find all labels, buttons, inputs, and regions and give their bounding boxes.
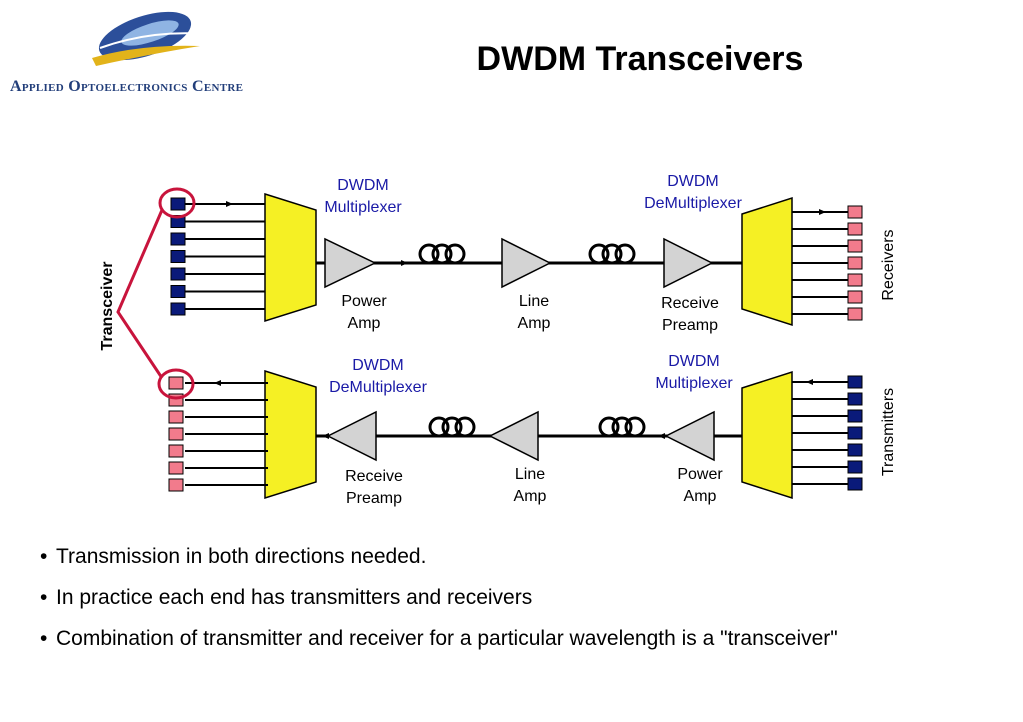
transmitter-square bbox=[170, 302, 186, 316]
fiber-coil-icon bbox=[598, 416, 620, 438]
bullet-dot: • bbox=[40, 586, 48, 609]
amplifier-label: Receive bbox=[345, 468, 403, 485]
receiver-square bbox=[168, 444, 184, 458]
amplifier-label: Power bbox=[677, 466, 723, 483]
logo-icon bbox=[92, 11, 206, 66]
transmitter-square bbox=[847, 477, 863, 491]
amplifier-icon bbox=[663, 237, 714, 289]
fiber-coil-icon bbox=[614, 243, 636, 265]
arrow-head-icon bbox=[226, 201, 233, 207]
amplifier-label: Preamp bbox=[346, 490, 402, 507]
transceiver-label: Transceiver bbox=[99, 262, 116, 351]
amplifier-icon bbox=[664, 410, 715, 462]
transmitter-square bbox=[170, 232, 186, 246]
bottom-mux-label: DWDM bbox=[668, 353, 720, 370]
bullet-item: • Combination of transmitter and receiver… bbox=[40, 625, 1010, 666]
transmitter-square bbox=[170, 285, 186, 298]
receiver-square bbox=[168, 410, 184, 424]
transmitter-square bbox=[847, 443, 863, 457]
slide-title: DWDM Transceivers bbox=[476, 40, 804, 78]
bullet-item: • Transmission in both directions needed. bbox=[40, 543, 1010, 584]
bottom-demux-label: DeMultiplexer bbox=[329, 379, 427, 396]
transmitter-square bbox=[847, 426, 863, 440]
amplifier-label: Receive bbox=[661, 295, 719, 312]
bottom-demux-label: DWDM bbox=[352, 357, 404, 374]
transmitter-square bbox=[847, 375, 863, 389]
receiver-square bbox=[847, 256, 863, 270]
amplifier-label: Preamp bbox=[662, 317, 718, 334]
arrow-head-icon bbox=[658, 433, 665, 439]
highlight-circle bbox=[157, 368, 195, 400]
amplifier-label: Line bbox=[515, 466, 545, 483]
transmitter-square bbox=[170, 250, 186, 263]
amplifier-label: Line bbox=[519, 293, 549, 310]
receiver-square bbox=[847, 239, 863, 253]
top-mux-label: DWDM bbox=[337, 177, 389, 194]
fiber-coil-icon bbox=[588, 243, 610, 265]
logo-wordmark: Applied Optoelectronics Centre bbox=[10, 78, 244, 95]
arrow-head-icon bbox=[214, 380, 221, 386]
arrow-head-icon bbox=[322, 433, 329, 439]
mux-trapezoid-icon bbox=[741, 196, 793, 327]
fiber-coil-icon bbox=[441, 416, 463, 438]
mux-trapezoid-icon bbox=[741, 370, 793, 500]
amplifier-icon bbox=[326, 410, 377, 462]
amplifier-label: Amp bbox=[348, 315, 381, 332]
amplifier-icon bbox=[488, 410, 539, 462]
receiver-square bbox=[847, 307, 863, 321]
highlight-connector bbox=[116, 209, 164, 379]
arrow-head-icon bbox=[819, 209, 826, 215]
receiver-square bbox=[847, 222, 863, 236]
receiver-square bbox=[168, 427, 184, 441]
receiver-square bbox=[168, 393, 184, 407]
bullet-dot: • bbox=[40, 627, 48, 650]
top-mux-label: Multiplexer bbox=[324, 199, 402, 216]
top-demux-label: DWDM bbox=[667, 173, 719, 190]
mux-trapezoid-icon bbox=[264, 369, 317, 500]
arrow-head-icon bbox=[806, 379, 813, 385]
receiver-square bbox=[847, 290, 863, 304]
transmitter-square bbox=[170, 197, 186, 211]
bullet-item: • In practice each end has transmitters a… bbox=[40, 584, 1010, 625]
transmitter-square bbox=[170, 267, 186, 281]
amplifier-label: Amp bbox=[514, 488, 547, 505]
transmitter-square bbox=[847, 409, 863, 423]
receiver-square bbox=[168, 461, 184, 475]
amplifier-label: Amp bbox=[518, 315, 551, 332]
receiver-square bbox=[847, 273, 863, 287]
fiber-coil-icon bbox=[611, 416, 633, 438]
top-demux-label: DeMultiplexer bbox=[644, 195, 742, 212]
mux-trapezoid-icon bbox=[264, 192, 317, 323]
fiber-coil-icon bbox=[418, 243, 440, 265]
amplifier-icon bbox=[324, 237, 377, 289]
receiver-square bbox=[168, 478, 184, 492]
receiver-square bbox=[847, 205, 863, 219]
bottom-mux-label: Multiplexer bbox=[655, 375, 733, 392]
transmitters-label: Transmitters bbox=[880, 388, 897, 476]
amplifier-label: Power bbox=[341, 293, 387, 310]
fiber-coil-icon bbox=[431, 243, 453, 265]
bullet-text: In practice each end has transmitters an… bbox=[56, 586, 533, 609]
bullet-text: Combination of transmitter and receiver … bbox=[56, 627, 838, 650]
fiber-coil-icon bbox=[624, 416, 646, 438]
receivers-label: Receivers bbox=[880, 229, 897, 300]
amplifier-icon bbox=[501, 237, 552, 289]
fiber-coil-icon bbox=[444, 243, 466, 265]
bullet-dot: • bbox=[40, 545, 48, 568]
bullet-list: • Transmission in both directions needed.… bbox=[40, 543, 1010, 666]
transmitter-square bbox=[847, 392, 863, 406]
highlight-circle bbox=[158, 187, 196, 219]
fiber-coil-icon bbox=[428, 416, 450, 438]
fiber-coil-icon bbox=[454, 416, 476, 438]
bullet-text: Transmission in both directions needed. bbox=[56, 545, 427, 568]
fiber-coil-icon bbox=[601, 243, 623, 265]
amplifier-label: Amp bbox=[684, 488, 717, 505]
receiver-square bbox=[168, 376, 184, 390]
transmitter-square bbox=[847, 460, 863, 474]
arrow-head-icon bbox=[401, 260, 408, 266]
